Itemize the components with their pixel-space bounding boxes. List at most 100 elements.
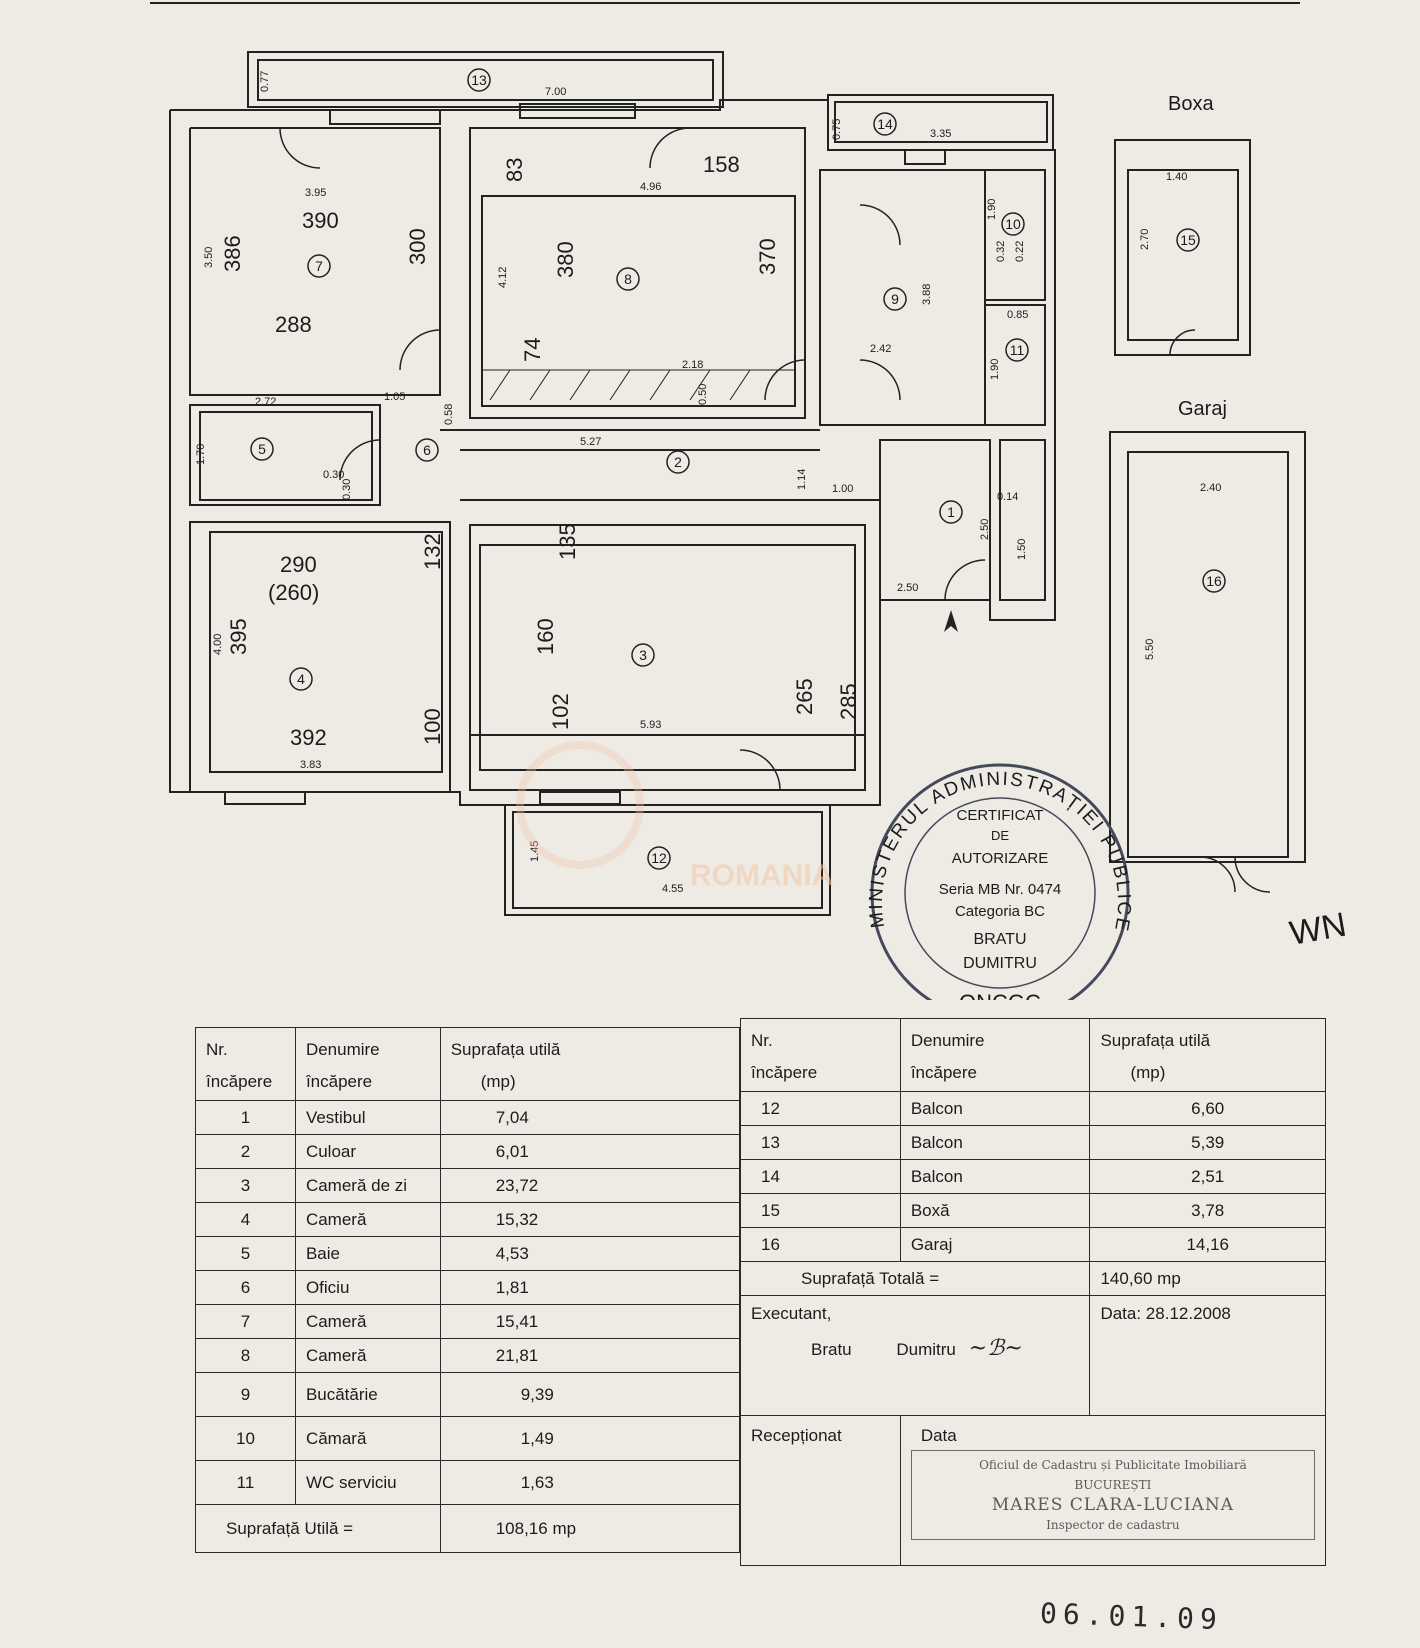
- room-number-6: 6: [423, 442, 431, 458]
- room-number-14: 14: [877, 116, 893, 132]
- dim-3-50: 3.50: [203, 247, 215, 268]
- room-markers: [250, 68, 1226, 870]
- watermark-text: ROMANIA: [690, 859, 833, 892]
- dim-4-00: 4.00: [212, 634, 224, 655]
- room-number-3: 3: [639, 647, 647, 663]
- dim-1-05: 1.05: [384, 391, 405, 403]
- dim-4-12: 4.12: [497, 267, 509, 288]
- dim-3-88: 3.88: [921, 284, 933, 305]
- room-number-2: 2: [674, 454, 682, 470]
- room-number-12: 12: [651, 850, 667, 866]
- dim-1-40: 1.40: [1166, 171, 1187, 183]
- executant-label: Executant,: [751, 1304, 832, 1323]
- dim-0-75: 0.75: [831, 119, 843, 140]
- dim-7-00: 7.00: [545, 86, 566, 98]
- total-label: Suprafață Totală =: [739, 1261, 1091, 1296]
- boxa-label: Boxa: [1168, 93, 1214, 115]
- hand-380: 380: [553, 241, 578, 278]
- dim-1-50: 1.50: [1016, 539, 1028, 560]
- hand-392: 392: [290, 725, 327, 750]
- hand-74: 74: [520, 338, 545, 362]
- dim-1-45: 1.45: [529, 841, 541, 862]
- entrance-arrow-icon: [944, 610, 958, 632]
- garaj-label: Garaj: [1178, 398, 1227, 420]
- hand-265: 265: [792, 678, 817, 715]
- hand-135: 135: [555, 523, 580, 560]
- total-value: 140,60 mp: [1089, 1261, 1326, 1296]
- dim-2-18: 2.18: [682, 359, 703, 371]
- dim-0-50: 0.50: [697, 384, 709, 405]
- room-number-1: 1: [947, 504, 955, 520]
- header-nr: Nr.încăpere: [740, 1018, 901, 1092]
- room-number-11: 11: [1010, 342, 1025, 358]
- executant-row: Executant, Bratu Dumitru ~ℬ~ Data: 28.12…: [739, 1295, 1326, 1416]
- hand-83: 83: [502, 158, 527, 182]
- dim-5-27: 5.27: [580, 436, 601, 448]
- handwritten-date: 06.01.09: [1039, 1596, 1224, 1637]
- table-total-row: Suprafață Utilă = 108,16 mp: [195, 1504, 741, 1553]
- room-number-13: 13: [471, 72, 487, 88]
- dim-2-50-b: 2.50: [897, 582, 918, 594]
- dim-0-58: 0.58: [443, 404, 455, 425]
- hand-390: 390: [302, 208, 339, 233]
- stamp-line-4: Seria MB Nr. 0474: [939, 881, 1062, 898]
- stamp-line-6: BRATU: [973, 931, 1026, 948]
- hand-285: 285: [836, 683, 861, 720]
- hand-300: 300: [405, 228, 430, 265]
- stamp-line-2: DE: [991, 828, 1009, 843]
- apartment-walls: [169, 51, 1306, 916]
- receptionat-row: Recepționat Data Oficiul de Cadastru și …: [740, 1415, 1327, 1566]
- header-nr: Nr.încăpere: [195, 1027, 296, 1101]
- room-number-16: 16: [1206, 573, 1222, 589]
- header-suprafata: Suprafața utilă(mp): [1089, 1018, 1326, 1092]
- dim-1-14: 1.14: [796, 469, 808, 490]
- total-util-value: 108,16 mp: [439, 1504, 741, 1553]
- stamp-line-1: CERTIFICAT: [957, 807, 1044, 824]
- dim-2-70: 2.70: [1139, 229, 1151, 250]
- dim-2-42: 2.42: [870, 343, 891, 355]
- watermark-logo-icon: [516, 741, 644, 869]
- hand-158: 158: [703, 152, 740, 177]
- dim-0-30-b: 0.30: [341, 479, 353, 500]
- dim-0-22: 0.22: [1014, 241, 1026, 262]
- header-suprafata: Suprafața utilă(mp): [439, 1027, 741, 1101]
- handwritten-measurements: 390 386 300 288 83 158 380 370 74 290 (2…: [220, 152, 1349, 953]
- dim-3-95: 3.95: [305, 187, 326, 199]
- dim-3-35: 3.35: [930, 128, 951, 140]
- dim-0-77: 0.77: [259, 71, 271, 92]
- dim-4-96: 4.96: [640, 181, 661, 193]
- dim-0-85: 0.85: [1007, 309, 1028, 321]
- dim-0-30-a: 0.30: [323, 469, 344, 481]
- data-label: Data: [920, 1426, 957, 1445]
- hand-370: 370: [755, 238, 780, 275]
- total-util-label: Suprafață Utilă =: [195, 1504, 441, 1553]
- authorization-stamp: MINISTERUL ADMINISTRAȚIEI PUBLICE CERTIF…: [866, 763, 1132, 1000]
- executant-name: Bratu Dumitru ~ℬ~: [811, 1336, 1023, 1361]
- room-8-hatch: [482, 369, 795, 401]
- hand-386: 386: [220, 235, 245, 272]
- dim-5-50: 5.50: [1144, 639, 1156, 660]
- dim-0-14: 0.14: [997, 491, 1018, 503]
- dim-5-93: 5.93: [640, 719, 661, 731]
- dim-1-00: 1.00: [832, 483, 853, 495]
- executant-signature-icon: ~ℬ~: [968, 1336, 1023, 1361]
- dim-1-90-a: 1.90: [986, 199, 998, 220]
